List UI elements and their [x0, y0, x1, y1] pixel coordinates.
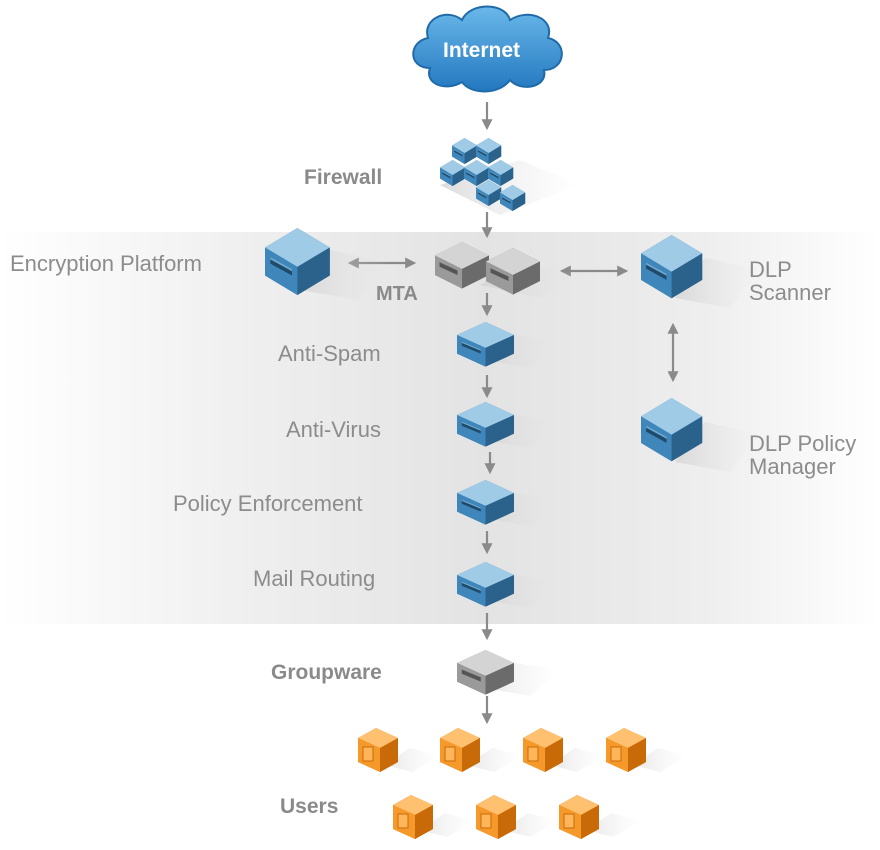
anti-virus-label: Anti-Virus	[286, 417, 381, 442]
server-icon	[457, 562, 560, 608]
server-icon	[457, 650, 560, 696]
user-device-icon	[605, 727, 688, 773]
dlp-scanner-label-line2: Scanner	[749, 280, 831, 305]
user-device-icon	[439, 727, 522, 773]
user-device-icon	[522, 727, 605, 773]
mail-routing-label: Mail Routing	[253, 566, 376, 591]
dlp-scanner-label-line1: DLP	[749, 257, 792, 282]
user-device-icon	[392, 794, 475, 840]
internet-label: Internet	[443, 39, 521, 62]
mail-processing-band	[0, 232, 880, 624]
firewall-icon	[440, 138, 580, 215]
user-device-icon	[475, 794, 558, 840]
dlp-scanner-label: DLP Scanner	[749, 258, 831, 304]
users-label: Users	[280, 795, 339, 818]
policy-enforcement-label: Policy Enforcement	[173, 491, 363, 516]
dlp-policy-manager-label: DLP Policy Manager	[749, 432, 856, 478]
server-icon	[457, 402, 560, 448]
server-icon	[641, 235, 760, 308]
encryption-platform-label: Encryption Platform	[10, 251, 202, 276]
server-icon	[265, 228, 390, 300]
anti-spam-label: Anti-Spam	[278, 341, 381, 366]
cloud-icon	[412, 5, 563, 93]
user-device-icon	[357, 727, 440, 773]
dlp-policy-manager-label-line2: Manager	[749, 454, 836, 479]
firewall-label: Firewall	[304, 166, 383, 189]
groupware-label: Groupware	[271, 661, 382, 684]
user-device-icon	[558, 794, 641, 840]
server-icon	[435, 242, 580, 298]
server-icon	[457, 322, 560, 368]
mta-label: MTA	[376, 283, 418, 305]
server-icon	[457, 480, 560, 526]
server-icon	[641, 398, 760, 472]
dlp-policy-manager-label-line1: DLP Policy	[749, 431, 857, 456]
